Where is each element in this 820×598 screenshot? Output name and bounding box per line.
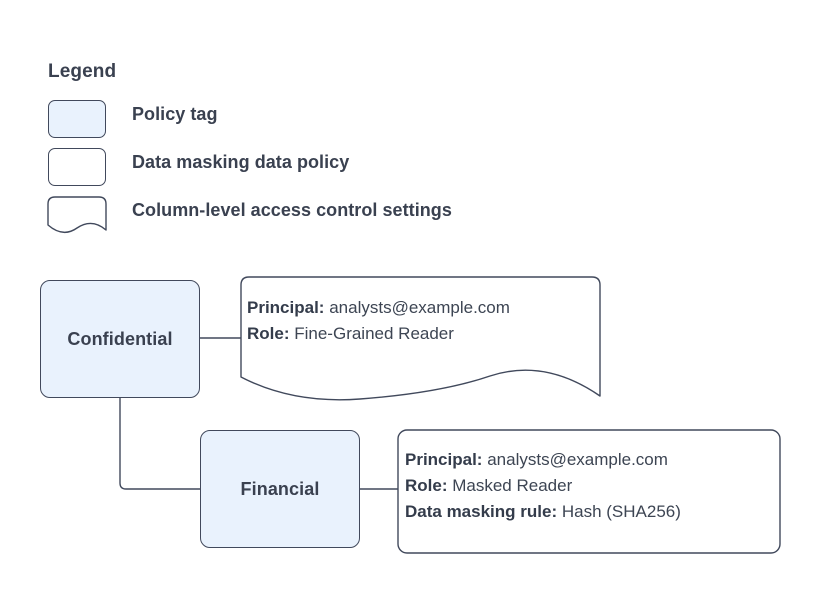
callout-2-principal-label: Principal: bbox=[405, 450, 483, 469]
legend-label-column-access-settings: Column-level access control settings bbox=[132, 200, 452, 220]
node-financial[interactable]: Financial bbox=[200, 430, 360, 548]
callout-2-principal-value: analysts@example.com bbox=[487, 450, 668, 469]
callout-1-principal-value: analysts@example.com bbox=[329, 298, 510, 317]
callout-1-line-role: Role: Fine-Grained Reader bbox=[247, 321, 510, 347]
callout-2-role-value: Masked Reader bbox=[452, 476, 573, 495]
callout-2-line-role: Role: Masked Reader bbox=[405, 473, 681, 499]
callout-2-masking-rule-label: Data masking rule: bbox=[405, 502, 558, 521]
callout-2-role-label: Role: bbox=[405, 476, 448, 495]
callout-confidential-access-text: Principal: analysts@example.com Role: Fi… bbox=[247, 295, 510, 347]
legend-label-data-masking-policy: Data masking data policy bbox=[132, 152, 350, 172]
callout-1-principal-label: Principal: bbox=[247, 298, 325, 317]
callout-1-role-label: Role: bbox=[247, 324, 290, 343]
edge-confidential-to-financial bbox=[119, 398, 200, 490]
node-confidential[interactable]: Confidential bbox=[40, 280, 200, 398]
column-access-settings-swatch-slot bbox=[48, 196, 106, 242]
callout-financial-access-text: Principal: analysts@example.com Role: Ma… bbox=[405, 447, 681, 525]
column-access-settings-swatch-icon bbox=[47, 196, 107, 233]
legend-title: Legend bbox=[48, 61, 117, 82]
callout-1-line-principal: Principal: analysts@example.com bbox=[247, 295, 510, 321]
data-masking-policy-swatch-icon bbox=[48, 148, 106, 186]
legend-label-policy-tag: Policy tag bbox=[132, 104, 218, 124]
node-financial-label: Financial bbox=[240, 478, 320, 499]
callout-2-line-masking-rule: Data masking rule: Hash (SHA256) bbox=[405, 499, 681, 525]
callout-2-masking-rule-value: Hash (SHA256) bbox=[561, 502, 681, 521]
callout-2-line-principal: Principal: analysts@example.com bbox=[405, 447, 681, 473]
callout-confidential-access-shape[interactable] bbox=[240, 276, 601, 401]
node-confidential-label: Confidential bbox=[67, 328, 173, 349]
callout-financial-access-shape[interactable] bbox=[397, 429, 781, 554]
policy-tag-swatch-icon bbox=[48, 100, 106, 138]
callout-1-role-value: Fine-Grained Reader bbox=[294, 324, 454, 343]
